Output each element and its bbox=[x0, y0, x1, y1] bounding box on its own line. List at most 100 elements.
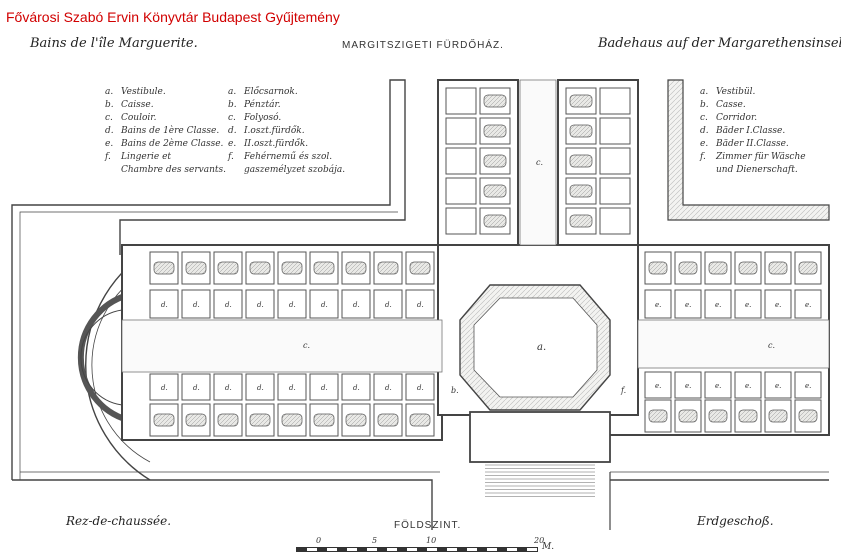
bathtub bbox=[768, 261, 788, 275]
cubicle-label: e. bbox=[655, 301, 661, 309]
legend-fr-entry: c. Couloir. bbox=[105, 112, 226, 125]
cubicle bbox=[704, 289, 732, 319]
cubicle-label: d. bbox=[257, 301, 264, 309]
bathtub bbox=[217, 413, 239, 427]
cubicle-label: d. bbox=[321, 301, 328, 309]
scale-tick-20: 20 bbox=[534, 536, 545, 545]
cubicle bbox=[373, 373, 403, 401]
cubicle-label: e. bbox=[805, 382, 811, 390]
cubicle bbox=[794, 289, 822, 319]
room-label-corridor-north: c. bbox=[536, 158, 544, 167]
legend-fr-entry: a. Vestibule. bbox=[105, 86, 226, 99]
legend-text: I.oszt.fürdők. bbox=[244, 126, 305, 136]
legend-hu-entry: f.Fehérnemű és szol. bbox=[228, 151, 345, 164]
bathtub bbox=[569, 214, 593, 228]
cubicle-label: d. bbox=[193, 384, 200, 392]
floor-label-german: Erdgeschoß. bbox=[697, 514, 774, 528]
legend-text: Casse. bbox=[716, 100, 746, 110]
cubicle bbox=[213, 373, 243, 401]
legend-hu-entry: e.II.oszt.fürdők. bbox=[228, 138, 345, 151]
bathtub bbox=[648, 261, 668, 275]
legend-text: Chambre des servants. bbox=[121, 165, 226, 175]
cubicle bbox=[149, 289, 179, 319]
bathtub bbox=[313, 261, 335, 275]
cubicle bbox=[277, 289, 307, 319]
cubicle bbox=[181, 289, 211, 319]
legend-text: Couloir. bbox=[121, 113, 157, 123]
bathtub bbox=[185, 413, 207, 427]
cubicle bbox=[309, 373, 339, 401]
cubicle-label: e. bbox=[775, 301, 781, 309]
bathtub bbox=[409, 261, 431, 275]
bathtub bbox=[185, 261, 207, 275]
cubicle bbox=[149, 373, 179, 401]
legend-text: Vestibule. bbox=[121, 87, 166, 97]
cubicle-label: d. bbox=[161, 384, 168, 392]
cubicle bbox=[445, 87, 477, 115]
room-label-vestibule: a. bbox=[537, 342, 547, 353]
bathtub bbox=[678, 261, 698, 275]
bath-cubicles: d.d.d.d.d.d.d.d.d.d.d.d.d.d.d.d.d.d.e.e.… bbox=[149, 87, 822, 437]
legend-text: Vestibül. bbox=[716, 87, 756, 97]
cubicle-label: e. bbox=[715, 301, 721, 309]
cubicle-label: d. bbox=[353, 301, 360, 309]
bathtub bbox=[678, 409, 698, 423]
bathtub bbox=[483, 154, 507, 168]
bathtub bbox=[798, 261, 818, 275]
bathtub bbox=[483, 94, 507, 108]
cubicle-label: d. bbox=[225, 384, 232, 392]
entrance-steps bbox=[485, 464, 595, 497]
cubicle-label: e. bbox=[715, 382, 721, 390]
legend-de-entry: f.Zimmer für Wäsche bbox=[700, 151, 806, 164]
cubicle bbox=[341, 373, 371, 401]
legend-key: a. bbox=[105, 87, 114, 97]
legend-text: Pénztár. bbox=[244, 100, 281, 110]
legend-text: Bäder II.Classe. bbox=[716, 139, 789, 149]
cubicle bbox=[245, 289, 275, 319]
bathtub bbox=[569, 124, 593, 138]
legend-fr-entry: f.Lingerie et bbox=[105, 151, 226, 164]
legend-fr-entry: d.Bains de 1ère Classe. bbox=[105, 125, 226, 138]
legend-key: c. bbox=[105, 113, 113, 123]
room-label-cashier: b. bbox=[451, 386, 459, 395]
legend-german: a.Vestibül.b.Casse.c.Corridor.d.Bäder I.… bbox=[700, 86, 806, 177]
legend-de-entry: d.Bäder I.Classe. bbox=[700, 125, 806, 138]
legend-fr-entry: e.Bains de 2ème Classe. bbox=[105, 138, 226, 151]
cubicle bbox=[674, 289, 702, 319]
bathtub bbox=[648, 409, 668, 423]
cubicle-label: e. bbox=[775, 382, 781, 390]
cubicle bbox=[373, 289, 403, 319]
cubicle bbox=[599, 207, 631, 235]
cubicle bbox=[734, 371, 762, 399]
cubicle bbox=[599, 87, 631, 115]
legend-key: a. bbox=[700, 87, 709, 97]
bathtub bbox=[738, 409, 758, 423]
cubicle bbox=[181, 373, 211, 401]
cubicle bbox=[445, 207, 477, 235]
legend-key: c. bbox=[228, 113, 236, 123]
cubicle bbox=[599, 117, 631, 145]
legend-key: e. bbox=[228, 139, 237, 149]
cubicle bbox=[445, 177, 477, 205]
legend-de-entry: a. Vestibül. bbox=[700, 86, 806, 99]
bathtub bbox=[249, 413, 271, 427]
cubicle bbox=[309, 289, 339, 319]
legend-key: f. bbox=[700, 152, 706, 162]
legend-key: e. bbox=[700, 139, 709, 149]
legend-hu-entry: b.Pénztár. bbox=[228, 99, 345, 112]
legend-text: Bains de 2ème Classe. bbox=[121, 139, 224, 149]
legend-hu-entry: a.Előcsarnok. bbox=[228, 86, 345, 99]
legend-de-entry: c.Corridor. bbox=[700, 112, 806, 125]
legend-key: c. bbox=[700, 113, 708, 123]
bathtub bbox=[708, 409, 728, 423]
bathtub bbox=[377, 413, 399, 427]
cubicle-label: d. bbox=[385, 384, 392, 392]
legend-text: und Dienerschaft. bbox=[716, 165, 798, 175]
cubicle-label: d. bbox=[353, 384, 360, 392]
bathtub bbox=[738, 261, 758, 275]
bathtub bbox=[409, 413, 431, 427]
cubicle bbox=[644, 371, 672, 399]
scale-tick-5: 5 bbox=[372, 536, 378, 545]
legend-key: d. bbox=[228, 126, 237, 136]
cubicle-label: d. bbox=[417, 301, 424, 309]
